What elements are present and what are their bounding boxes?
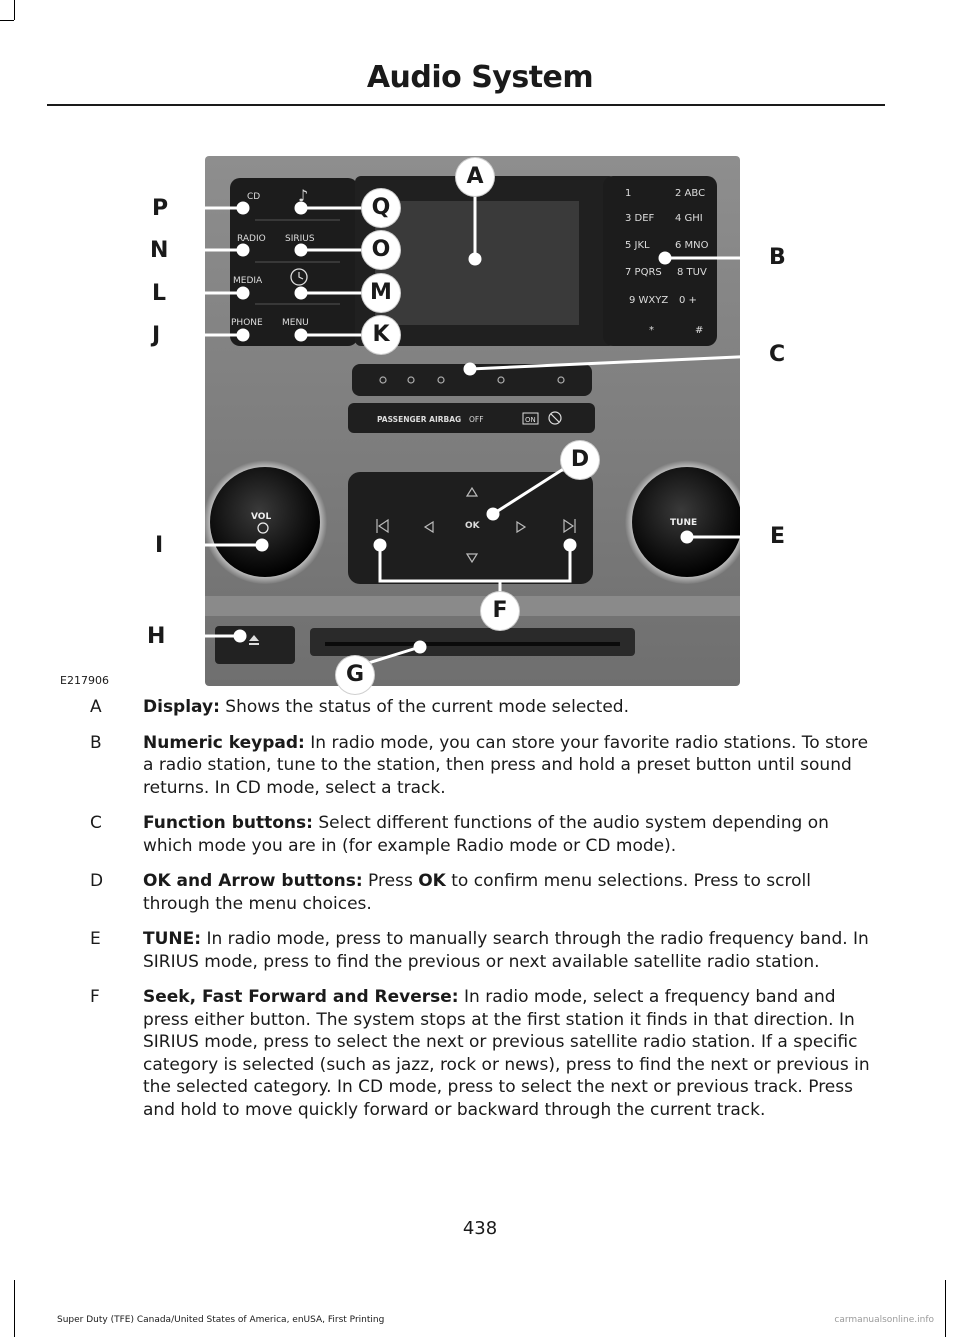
item-term: Function buttons: (143, 813, 313, 833)
list-item: D OK and Arrow buttons: Press OK to conf… (90, 870, 880, 915)
item-text: In radio mode, select a frequency band a… (143, 987, 870, 1120)
footer-text: Super Duty (TFE) Canada/United States of… (57, 1315, 385, 1325)
ok-label: OK (465, 521, 481, 531)
arrow-right-icon (516, 520, 527, 534)
list-item: F Seek, Fast Forward and Reverse: In rad… (90, 986, 880, 1121)
airbag-disabled-icon (548, 411, 562, 425)
clock-icon (290, 268, 308, 286)
callout-f: F (481, 592, 519, 630)
keypad-key: 1 (625, 188, 631, 199)
menu-button-label: MENU (282, 318, 309, 328)
cd-button-label: CD (247, 192, 260, 202)
seek-forward-icon (563, 518, 576, 534)
header-rule (47, 104, 885, 106)
item-key: F (90, 987, 100, 1007)
callout-b: B (769, 245, 786, 270)
item-term: Numeric keypad: (143, 732, 305, 753)
eject-icon (249, 635, 259, 641)
power-icon (257, 522, 269, 534)
radio-button-label: RADIO (237, 234, 266, 244)
list-item: C Function buttons: Select different fun… (90, 812, 880, 857)
callout-description-list: A Display: Shows the status of the curre… (90, 696, 880, 1134)
callout-m: M (362, 274, 400, 312)
keypad-key: # (695, 325, 703, 336)
crop-mark (0, 20, 14, 21)
seek-back-icon (376, 518, 389, 534)
callout-p: P (152, 196, 169, 221)
keypad-key: 0 + (679, 295, 697, 306)
page-title: Audio System (366, 60, 594, 95)
crop-mark (14, 0, 15, 20)
airbag-off-label: OFF (469, 415, 484, 424)
function-button-strip (352, 364, 592, 396)
passenger-airbag-strip (348, 403, 595, 433)
list-item: A Display: Shows the status of the curre… (90, 696, 880, 719)
callout-c: C (769, 342, 786, 367)
callout-q: Q (362, 189, 400, 227)
callout-j: J (152, 323, 161, 348)
item-term: Seek, Fast Forward and Reverse: (143, 987, 459, 1007)
callout-k: K (362, 316, 400, 354)
item-text: Shows the status of the current mode sel… (219, 697, 629, 717)
item-key: A (90, 697, 102, 717)
item-key: E (90, 929, 101, 949)
item-term: Display: (143, 697, 220, 717)
navigation-pad (348, 472, 593, 584)
item-text: Select different functions of the audio … (143, 813, 829, 856)
item-term: OK and Arrow buttons: (143, 871, 363, 891)
sirius-button-label: SIRIUS (285, 234, 315, 244)
volume-knob (210, 467, 320, 577)
callout-o: O (362, 231, 400, 269)
callout-h: H (147, 624, 166, 649)
cd-slot (325, 642, 620, 646)
callout-d: D (561, 441, 599, 479)
list-item: B Numeric keypad: In radio mode, you can… (90, 732, 880, 800)
item-text: to confirm menu selections. Press to scr… (143, 871, 811, 914)
tune-knob (632, 467, 740, 577)
media-button-label: MEDIA (233, 276, 263, 286)
music-note-icon: ♪ (298, 186, 308, 205)
keypad-key: 3 DEF (625, 213, 655, 224)
item-key: D (90, 871, 104, 891)
callout-n: N (150, 238, 169, 263)
item-text: In radio mode, press to manually search … (143, 929, 869, 972)
keypad-key: 8 TUV (677, 267, 707, 278)
item-text-pre: Press (362, 871, 419, 891)
item-text: In radio mode, you can store your favori… (143, 732, 869, 798)
item-key: B (90, 732, 102, 753)
arrow-up-icon (465, 486, 479, 497)
keypad-key: 2 ABC (675, 188, 705, 199)
keypad-key: 5 JKL (625, 240, 650, 251)
page-number: 438 (462, 1218, 498, 1239)
volume-label: VOL (251, 512, 271, 522)
arrow-left-icon (423, 520, 434, 534)
airbag-label: PASSENGER AIRBAG (377, 415, 461, 424)
callout-a: A (456, 158, 494, 196)
keypad-key: 6 MNO (675, 240, 709, 251)
watermark: carmanualsonline.info (834, 1315, 934, 1325)
audio-panel-figure: CD ♪ RADIO SIRIUS MEDIA PHONE MENU 1 2 A… (205, 156, 740, 686)
arrow-down-icon (465, 553, 479, 564)
callout-l: L (152, 281, 167, 306)
callout-e: E (770, 524, 786, 549)
crop-mark (945, 1280, 946, 1337)
item-key: C (90, 813, 102, 833)
figure-code: E217906 (60, 674, 109, 687)
keypad-key: 4 GHI (675, 213, 703, 224)
item-term: TUNE: (143, 929, 202, 949)
item-ok-term: OK (418, 871, 446, 891)
keypad-key: 9 WXYZ (629, 295, 668, 306)
callout-g: G (336, 656, 374, 694)
keypad-key: * (649, 325, 654, 336)
crop-mark (14, 1280, 15, 1337)
tune-label: TUNE (670, 518, 697, 528)
keypad-key: 7 PQRS (625, 267, 662, 278)
list-item: E TUNE: In radio mode, press to manually… (90, 928, 880, 973)
airbag-on-label: ON (525, 416, 536, 424)
phone-button-label: PHONE (231, 318, 263, 328)
callout-i: I (155, 533, 164, 558)
